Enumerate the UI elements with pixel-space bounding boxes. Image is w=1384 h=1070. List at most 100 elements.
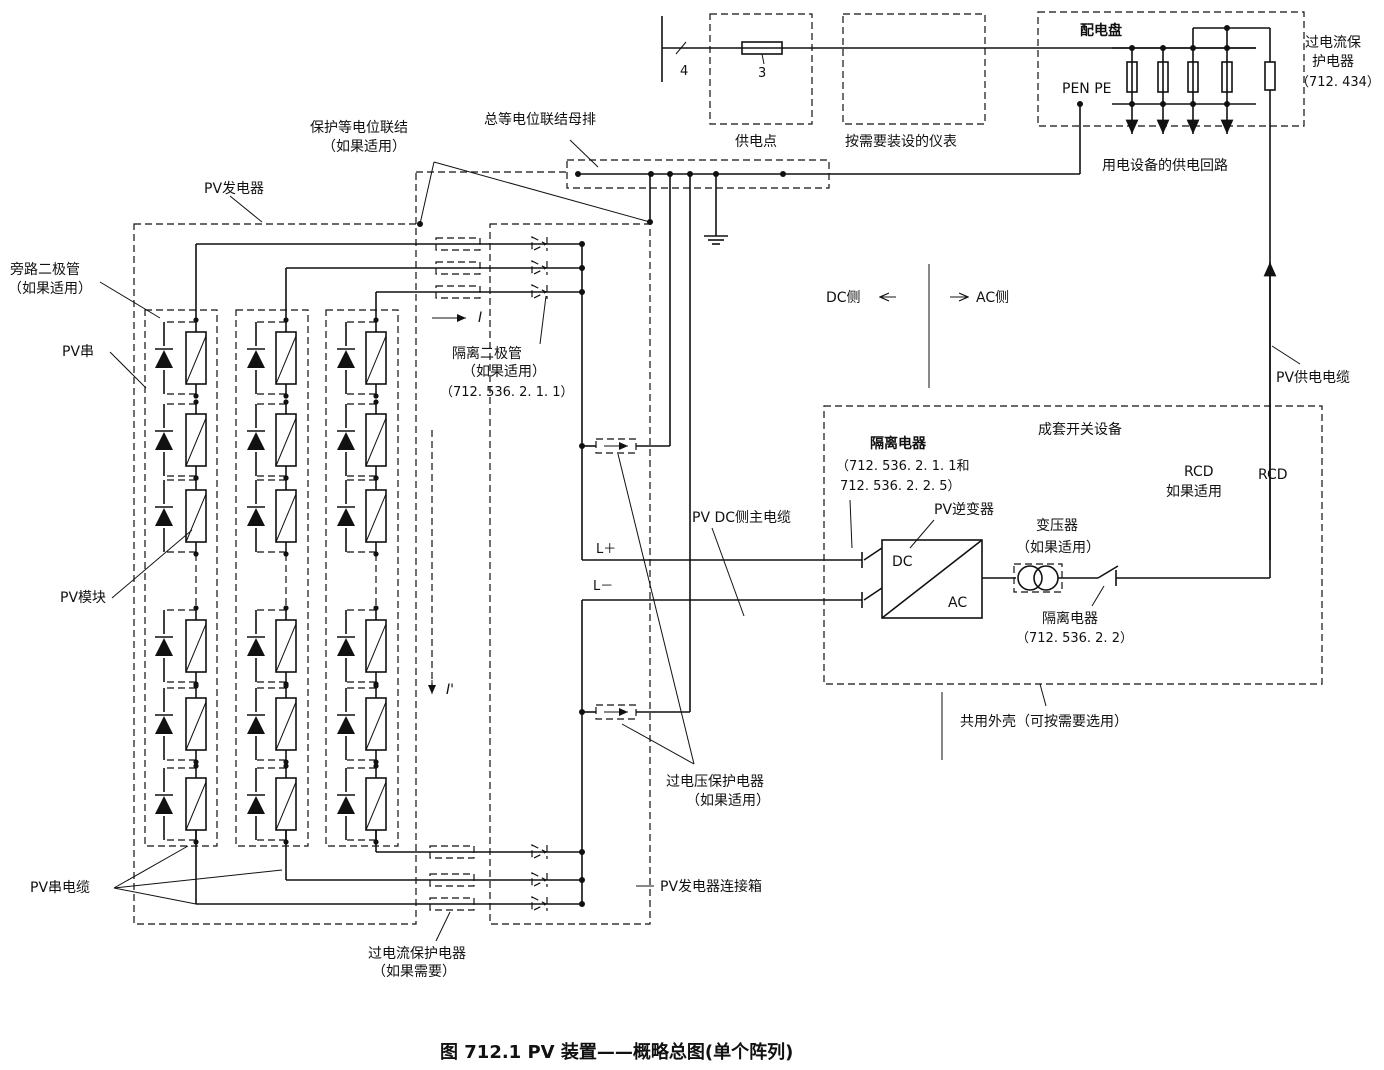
bypass-diode: [155, 430, 173, 450]
bypass-diode: [247, 430, 265, 450]
label-spd-1: 过电压保护电器: [666, 774, 764, 790]
label-rcd: RCD: [1258, 467, 1288, 483]
bypass-diode: [155, 636, 173, 656]
label-pv-string: PV串: [62, 344, 94, 360]
blocking-diode: [531, 284, 548, 300]
pv-modules: [155, 317, 387, 845]
bypass-diode: [155, 714, 173, 734]
blocking-diode: [531, 872, 548, 888]
pv-module: [155, 683, 207, 765]
label-bypass-1: 旁路二极管: [10, 261, 80, 278]
label-inverter: PV逆变器: [934, 502, 994, 518]
label-isol2-2: （712. 536. 2. 2）: [1016, 631, 1133, 646]
pv-module: [247, 399, 297, 481]
label-block-3: （712. 536. 2. 1. 1）: [440, 385, 574, 400]
label-transformer-1: 变压器: [1036, 518, 1078, 534]
label-inv-ac: AC: [948, 595, 967, 611]
label-spd-2: （如果适用）: [686, 793, 770, 809]
label-isol-1: 隔离电器: [870, 435, 927, 452]
label-supply-4: 4: [680, 64, 688, 79]
bypass-diode: [337, 636, 355, 656]
label-distribution-board: 配电盘: [1080, 22, 1122, 39]
label-main-busbar: 总等电位联结母排: [484, 111, 596, 128]
label-consumer-circuits: 用电设备的供电回路: [1102, 157, 1228, 174]
label-prot-bond-1: 保护等电位联结: [310, 119, 408, 136]
bypass-diode: [247, 348, 265, 368]
bypass-diode: [155, 506, 173, 526]
pv-module: [247, 605, 297, 687]
pv-string-1: [144, 309, 218, 847]
label-dc-side: DC侧: [826, 290, 861, 306]
transformer-coil-1: [1017, 565, 1043, 591]
dc-main-cable: L＋ L－ PV DC侧主电缆: [582, 510, 862, 617]
junction-box: PV发电器连接箱 过电流保护电器 （如果需要） 隔离二极管 （如果适用） （71…: [368, 174, 770, 980]
pv-module: [247, 317, 297, 399]
label-block-2: （如果适用）: [462, 364, 546, 380]
label-ac-side: AC侧: [976, 290, 1009, 306]
dc-ac-divider: DC侧 AC侧: [826, 264, 1009, 388]
label-current-i: I: [478, 310, 482, 326]
blocking-diode: [531, 896, 548, 912]
blocking-diode: [531, 236, 548, 252]
label-isol2-1: 隔离电器: [1042, 610, 1098, 627]
label-current-i-prime: I': [446, 682, 454, 698]
pv-module: [337, 317, 387, 399]
label-bypass-2: （如果适用）: [8, 281, 92, 297]
label-pen-pe: PEN PE: [1062, 81, 1112, 97]
label-ocp-dist-2: 护电器: [1312, 54, 1354, 70]
bypass-diode: [247, 714, 265, 734]
label-l-plus: L＋: [596, 542, 616, 557]
label-switchgear: 成套开关设备: [1038, 421, 1122, 438]
label-pv-generator: PV发电器: [204, 181, 264, 197]
blocking-diodes: [531, 236, 548, 912]
consumer-fuses: [1125, 25, 1234, 134]
switchgear-assembly: 成套开关设备 隔离电器 （712. 536. 2. 1. 1和 712. 536…: [823, 405, 1323, 760]
label-string-cable: PV串电缆: [30, 880, 90, 896]
bypass-diode: [337, 348, 355, 368]
label-ocp-dist-3: （712. 434）: [1296, 75, 1380, 90]
pv-module: [337, 475, 387, 557]
pv-generator: PV发电器 PV串电缆 旁路二极管 （如果适用） PV串: [8, 171, 582, 925]
bypass-diode: [155, 794, 173, 814]
label-ocp-dist-1: 过电流保: [1305, 35, 1361, 51]
pv-module: [337, 683, 387, 765]
label-inv-dc: DC: [892, 554, 913, 570]
blocking-diode: [531, 260, 548, 276]
pv-module: [337, 605, 387, 687]
pv-inverter: [881, 539, 983, 619]
pv-module: [155, 763, 207, 845]
label-pv-module: PV模块: [60, 590, 106, 606]
pv-module: [155, 605, 207, 687]
label-pv-supply-cable: PV供电电缆: [1276, 370, 1350, 386]
pv-module: [155, 317, 207, 399]
bypass-diode: [337, 430, 355, 450]
label-rcd-note-1: RCD: [1184, 464, 1214, 480]
label-transformer-2: （如果适用）: [1016, 540, 1100, 556]
pv-module: [247, 683, 297, 765]
transformer-coil-2: [1033, 565, 1059, 591]
bypass-diode: [155, 348, 173, 368]
label-dc-main-cable: PV DC侧主电缆: [692, 510, 791, 526]
supply-section: 4 3 供电点 按需要装设的仪表: [661, 13, 1256, 150]
bypass-diode: [337, 714, 355, 734]
label-meter: 按需要装设的仪表: [845, 134, 957, 150]
blocking-diode: [531, 844, 548, 860]
distribution-board: 配电盘 PEN PE 过电: [1037, 11, 1380, 560]
bypass-diode: [247, 794, 265, 814]
pv-module: [247, 763, 297, 845]
label-rcd-note-2: 如果适用: [1166, 484, 1222, 500]
label-isol-2: （712. 536. 2. 1. 1和: [836, 459, 970, 474]
bypass-diode: [337, 794, 355, 814]
pv-string-3: [325, 309, 399, 847]
label-supply-point: 供电点: [735, 134, 777, 150]
pv-string-2: [235, 309, 309, 847]
main-busbar: 总等电位联结母排 保护等电位联结 （如果适用）: [310, 111, 1081, 245]
pv-module: [155, 399, 207, 481]
label-supply-3: 3: [758, 66, 766, 81]
pv-module: [155, 475, 207, 557]
label-block-1: 隔离二极管: [452, 345, 522, 362]
bypass-diode: [247, 636, 265, 656]
label-ocp-string-2: （如果需要）: [372, 964, 456, 980]
pv-module: [337, 763, 387, 845]
